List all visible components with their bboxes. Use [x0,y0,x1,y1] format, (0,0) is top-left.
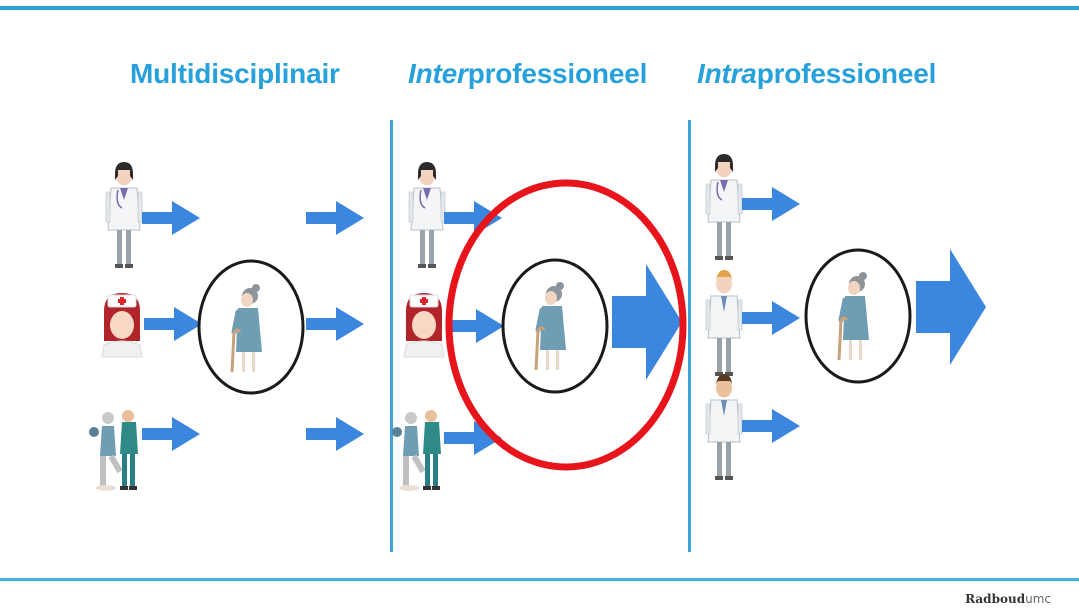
physiotherapist-icon [392,410,441,491]
nurse-icon [403,292,445,358]
highlight-circle [445,179,687,471]
arrow-icon [306,417,364,451]
doctor-icon [705,373,743,481]
doctor-icon [105,161,143,269]
arrow-icon [446,309,504,343]
arrow-icon [142,201,200,235]
arrow-icon [916,249,986,365]
column-divider [688,120,691,552]
arrow-icon [742,301,800,335]
radboudumc-logo: Radboudumc [965,592,1051,606]
arrow-icon [144,307,202,341]
arrow-icon [742,409,800,443]
title-intraprofessioneel: Intraprofessioneel [697,58,937,89]
nurse-icon [101,292,143,358]
arrow-icon [306,307,364,341]
title-interprofessioneel: Interprofessioneel [408,58,648,89]
arrow-icon [142,417,200,451]
bottom-rule [0,578,1079,581]
top-rule [0,6,1079,10]
doctor-icon [705,269,743,377]
arrow-icon [306,201,364,235]
arrow-icon [742,187,800,221]
title-multidisciplinair: Multidisciplinair [130,58,340,89]
doctor-icon [408,161,446,269]
arrow-icon [612,264,682,380]
doctor-icon [705,153,743,261]
column-divider [390,120,393,552]
physiotherapist-icon [89,410,138,491]
